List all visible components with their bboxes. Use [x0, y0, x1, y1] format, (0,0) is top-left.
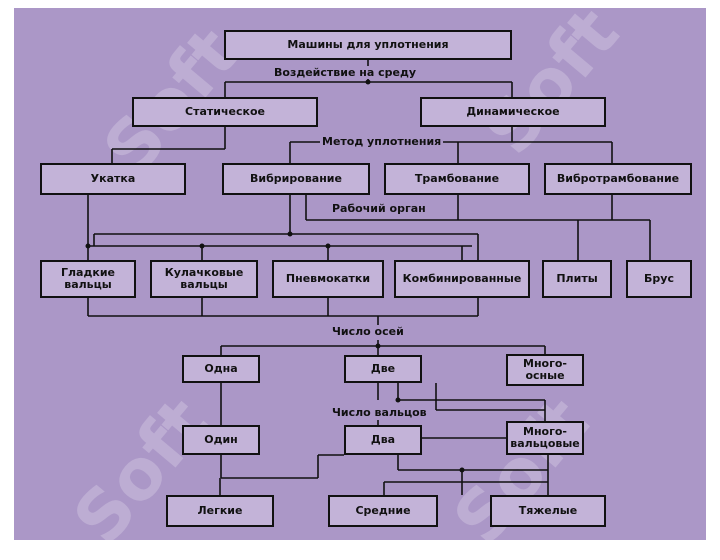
effect-label: Воздействие на среду: [272, 66, 419, 79]
junction-dot: [459, 467, 465, 473]
rollers-two-box: Два: [344, 425, 422, 455]
axes-one-box: Одна: [182, 355, 260, 383]
junction-dot: [287, 231, 293, 237]
static-box: Статическое: [132, 97, 318, 127]
cam-rollers-box: Кулачковые вальцы: [150, 260, 258, 298]
beam-box: Брус: [626, 260, 692, 298]
heavy-box: Тяжелые: [490, 495, 606, 527]
combined-rollers-box: Комбинированные: [394, 260, 530, 298]
rollers-one-box: Один: [182, 425, 260, 455]
junction-dot: [375, 343, 381, 349]
num-rollers-label: Число вальцов: [330, 406, 429, 419]
vibration-box: Вибрирование: [222, 163, 370, 195]
medium-box: Средние: [328, 495, 438, 527]
junction-dot: [85, 243, 91, 249]
dynamic-box: Динамическое: [420, 97, 606, 127]
junction-dot: [395, 397, 401, 403]
junction-dot: [325, 243, 331, 249]
junction-dot: [199, 243, 205, 249]
axes-two-box: Две: [344, 355, 422, 383]
tamping-box: Трамбование: [384, 163, 530, 195]
rollers-multi-box: Много- вальцовые: [506, 421, 584, 455]
junction-dot: [365, 79, 371, 85]
pneumatic-rollers-box: Пневмокатки: [272, 260, 384, 298]
rolling-box: Укатка: [40, 163, 186, 195]
working-body-label: Рабочий орган: [330, 202, 428, 215]
plates-box: Плиты: [542, 260, 612, 298]
smooth-rollers-box: Гладкие вальцы: [40, 260, 136, 298]
machines-box: Машины для уплотнения: [224, 30, 512, 60]
axes-multi-box: Много- осные: [506, 354, 584, 386]
method-label: Метод уплотнения: [320, 135, 444, 148]
num-axes-label: Число осей: [330, 325, 406, 338]
light-box: Легкие: [166, 495, 274, 527]
vibrotamping-box: Вибротрамбование: [544, 163, 692, 195]
